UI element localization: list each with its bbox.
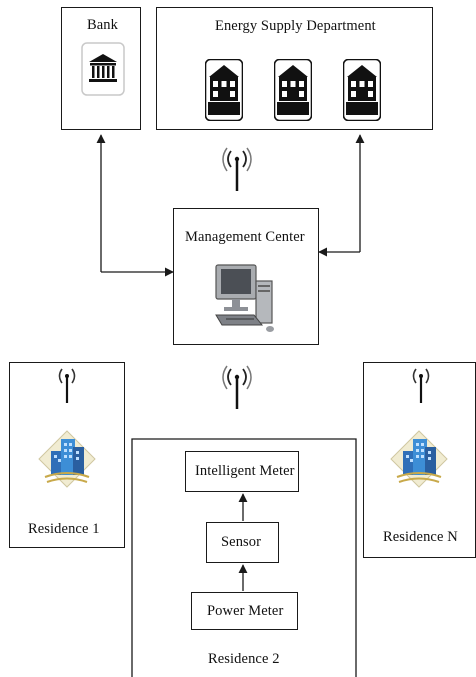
bank-icon <box>81 42 125 101</box>
sensor-box: Sensor <box>206 522 279 563</box>
bank-box: Bank <box>61 7 141 130</box>
residence-2-label: Residence 2 <box>208 651 280 667</box>
management-center-box: Management Center <box>173 208 319 345</box>
residence-1-box: Residence 1 <box>9 362 125 548</box>
antenna-icon <box>222 365 252 416</box>
intelligent-meter-label: Intelligent Meter <box>195 463 295 479</box>
bank-label: Bank <box>87 17 119 33</box>
computer-icon <box>214 259 278 344</box>
power-meter-box: Power Meter <box>191 592 298 630</box>
building-icon <box>389 429 449 494</box>
house-icon <box>273 58 313 126</box>
antenna-icon <box>55 365 79 410</box>
antenna-icon <box>409 365 433 410</box>
sensor-label: Sensor <box>221 534 262 550</box>
power-meter-label: Power Meter <box>207 603 284 619</box>
antenna-icon <box>222 147 252 198</box>
residence-n-box: Residence N <box>363 362 476 558</box>
intelligent-meter-box: Intelligent Meter <box>185 451 299 492</box>
management-center-label: Management Center <box>185 229 305 245</box>
building-icon <box>37 429 97 494</box>
residence-n-label: Residence N <box>383 529 458 545</box>
residence-1-label: Residence 1 <box>28 521 100 537</box>
house-icon <box>342 58 382 126</box>
residence-2-container <box>131 438 357 677</box>
energy-supply-label: Energy Supply Department <box>215 18 376 34</box>
house-icon <box>204 58 244 126</box>
